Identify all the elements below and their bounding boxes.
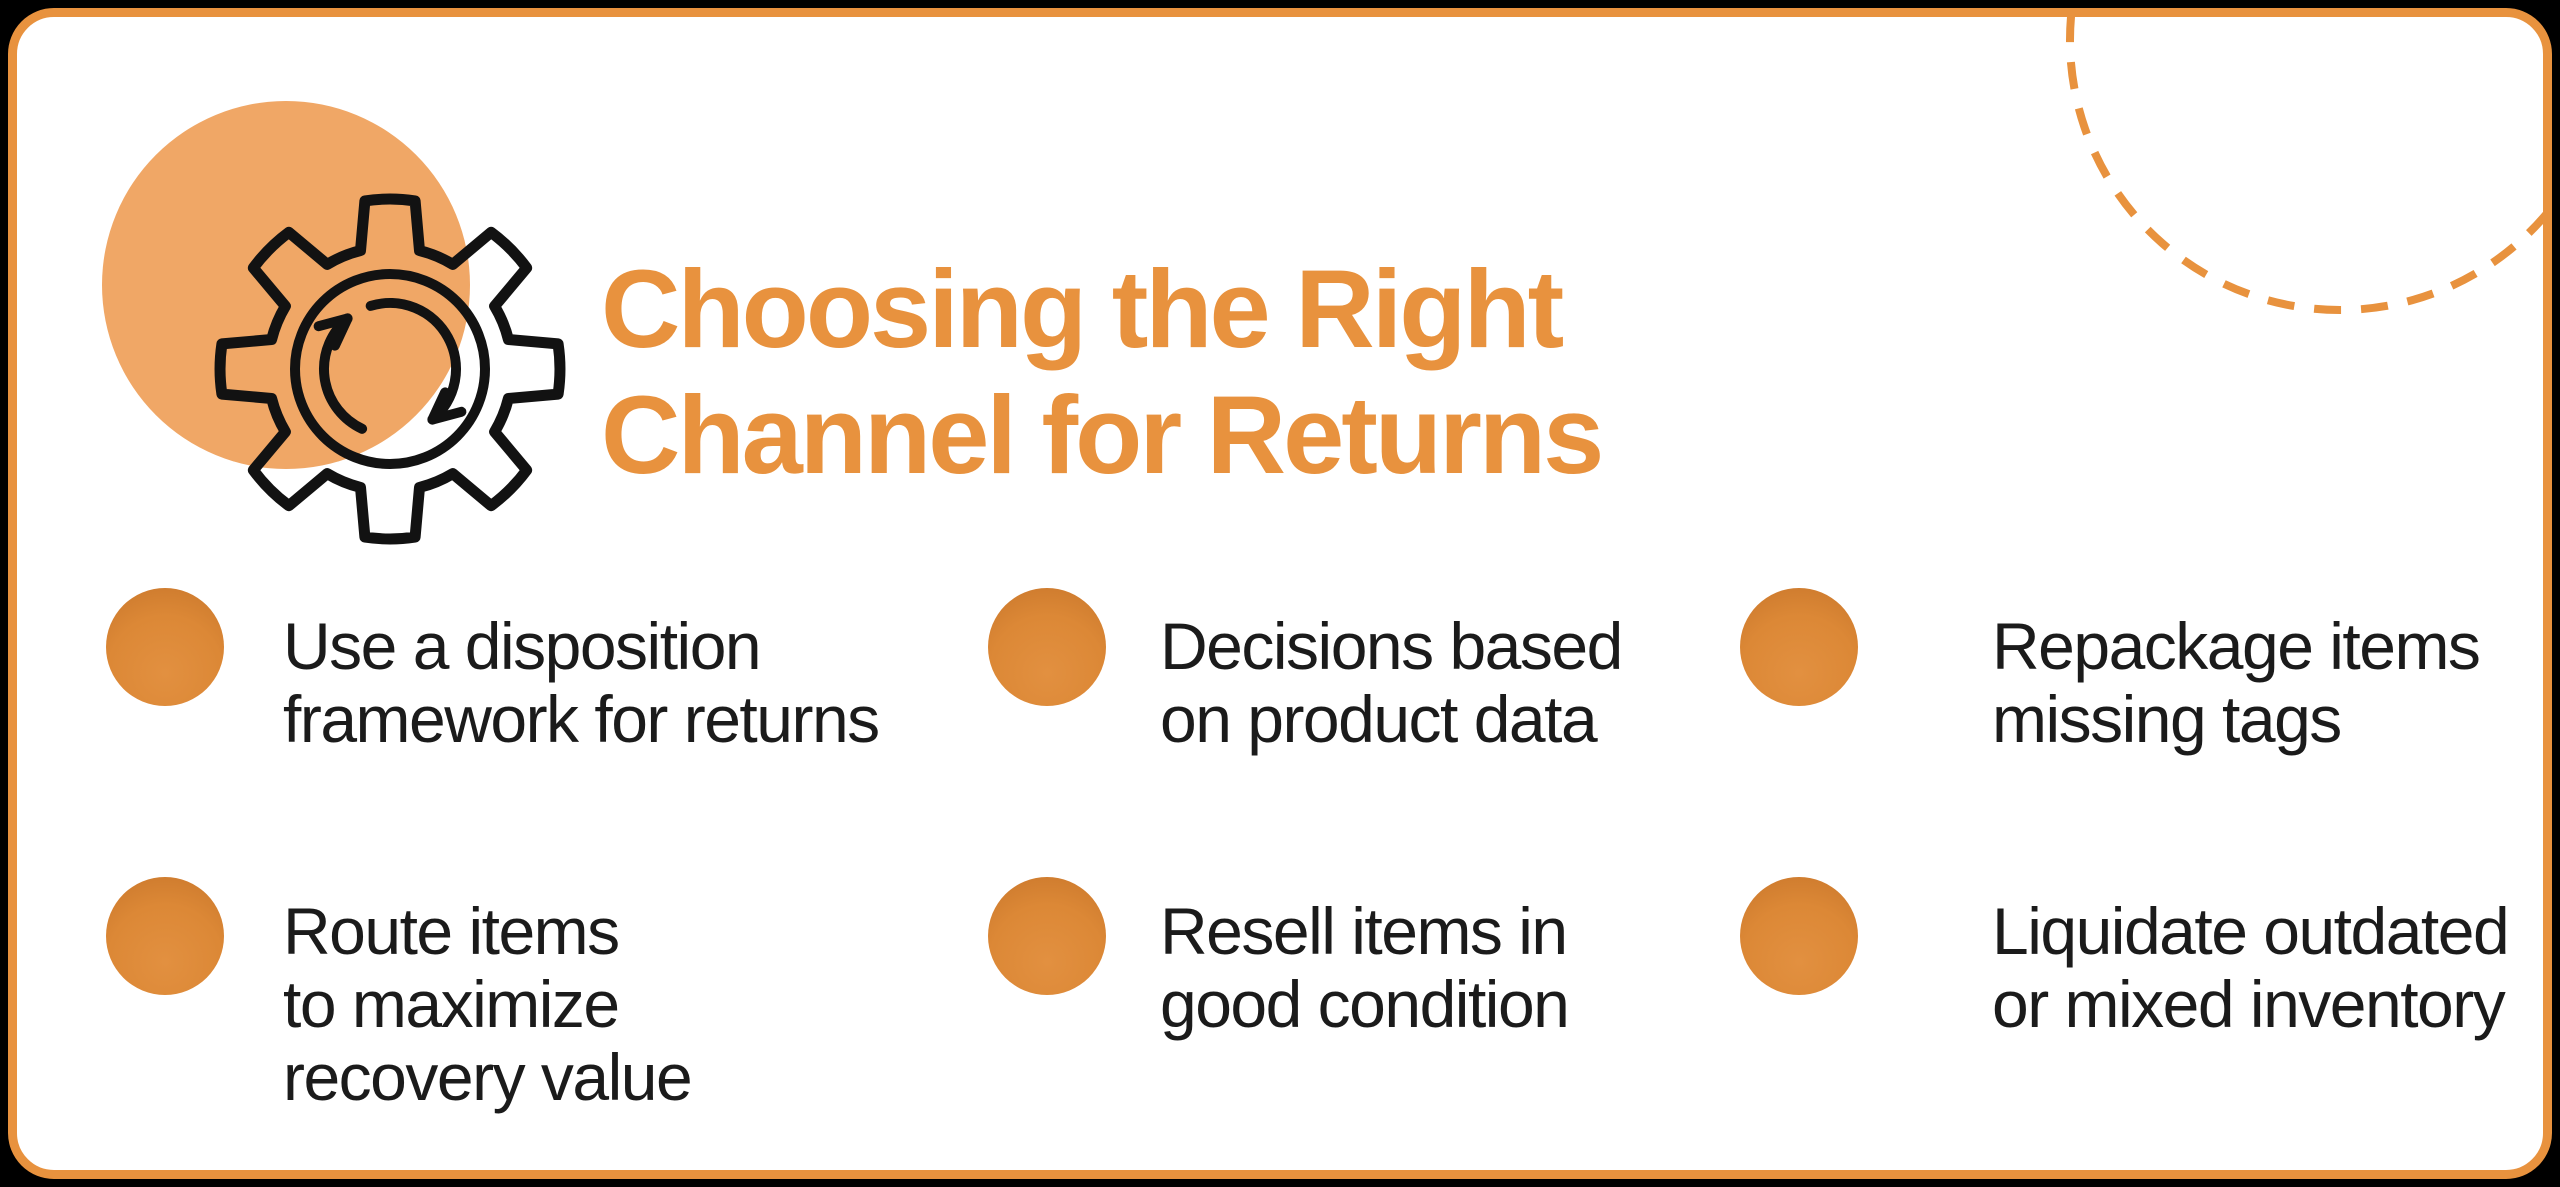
- bullet-dot: [1740, 877, 1858, 995]
- gear-inner-ring: [290, 269, 490, 469]
- dashed-circle-decoration: [2066, 17, 2543, 314]
- accent-circle: [102, 101, 470, 469]
- cycle-arrow-short: [319, 313, 368, 434]
- list-item: Liquidate outdated or mixed inventory: [1992, 894, 2510, 1041]
- infographic-card: Choosing the Right Channel for Returns U…: [8, 8, 2552, 1179]
- bullet-dot: [988, 588, 1106, 706]
- list-item: Decisions based on product data: [1160, 609, 1623, 756]
- cycle-arrow-short-head: [313, 313, 353, 351]
- list-item: Use a disposition framework for returns: [283, 609, 880, 756]
- bullet-dot: [988, 877, 1106, 995]
- list-item: Route items to maximize recovery value: [283, 894, 693, 1114]
- bullet-dot: [1740, 588, 1858, 706]
- list-item: Repackage items missing tags: [1992, 609, 2481, 756]
- bullet-dot: [106, 588, 224, 706]
- gear-cycle-icon: [214, 193, 566, 545]
- list-item: Resell items in good condition: [1160, 894, 1570, 1041]
- bullet-dot: [106, 877, 224, 995]
- cycle-arrow-long: [365, 298, 461, 425]
- page-title: Choosing the Right Channel for Returns: [601, 247, 1604, 497]
- gear-outline: [214, 193, 566, 545]
- cycle-arrow-long-head: [427, 387, 467, 425]
